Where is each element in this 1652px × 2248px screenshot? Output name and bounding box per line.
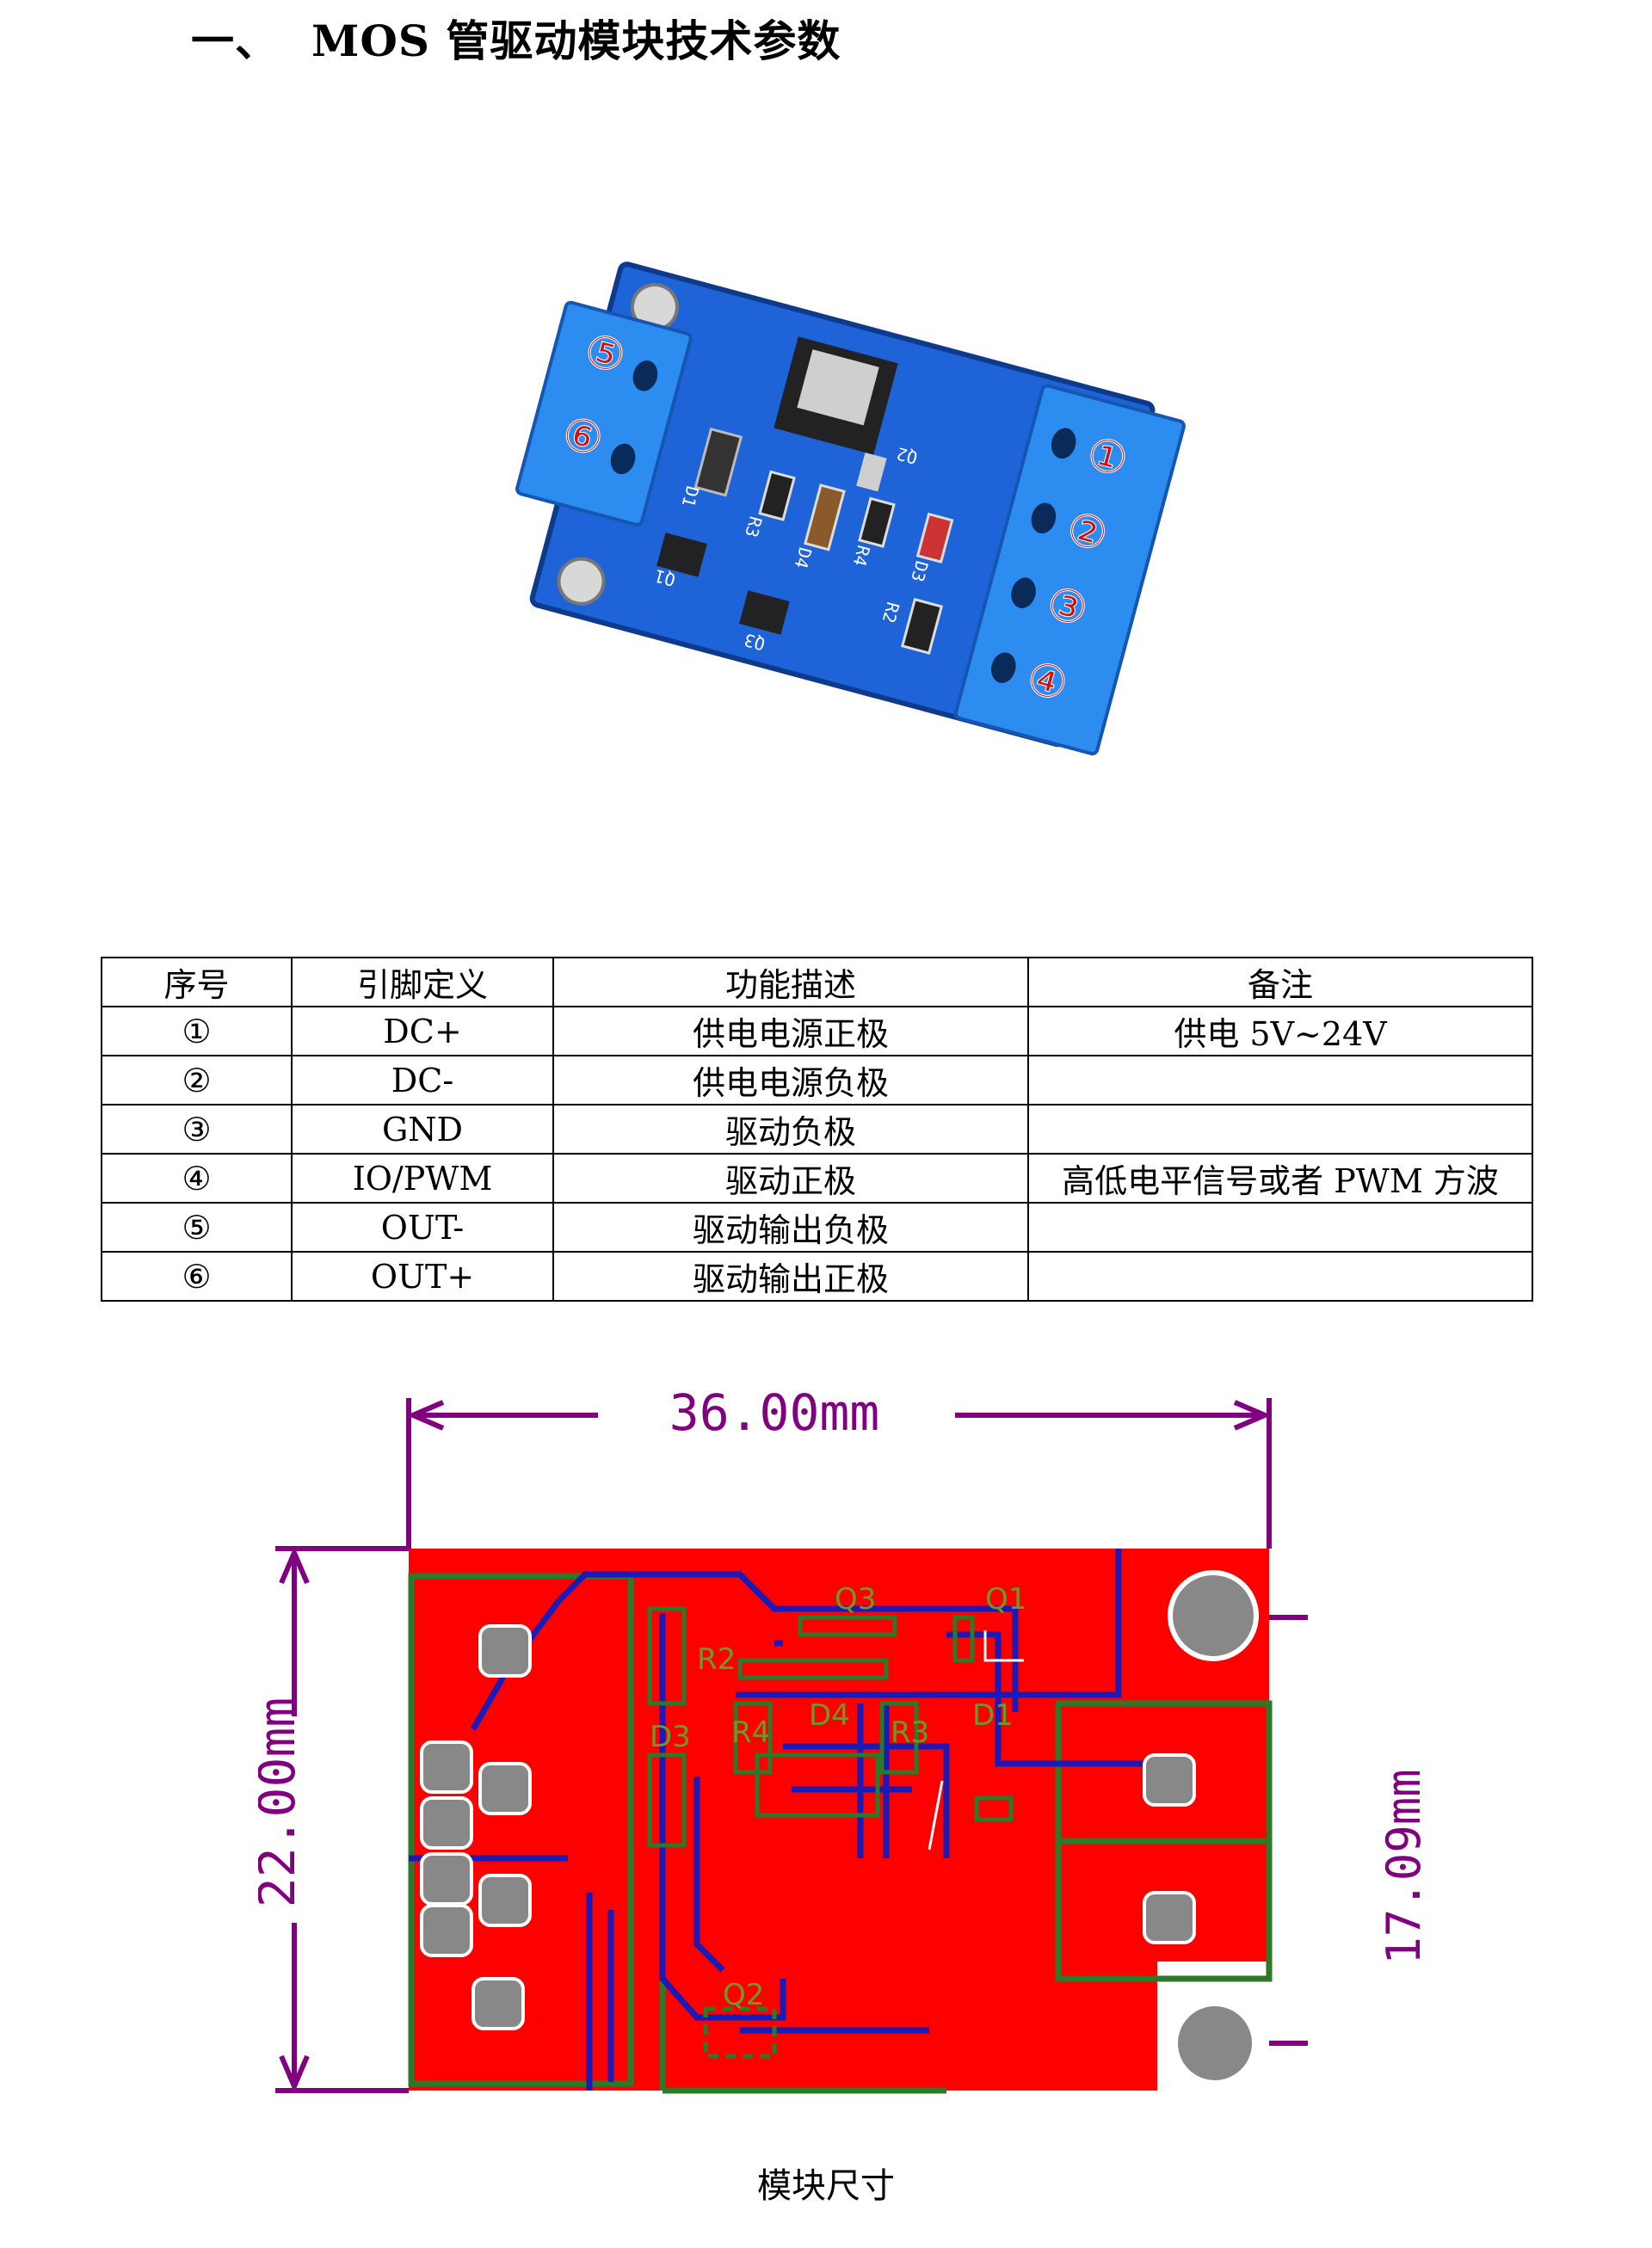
- col-header-pin: 引脚定义: [291, 957, 554, 1007]
- pad: [420, 1852, 473, 1906]
- cell-pin: IO/PWM: [291, 1153, 554, 1204]
- component: [693, 427, 743, 497]
- pcb-outline: [409, 1549, 1269, 2091]
- label-r2: R2: [697, 1642, 736, 1677]
- height-dimension: 22.00mm: [258, 1697, 306, 1907]
- col-header-function: 功能描述: [552, 957, 1029, 1007]
- cell-note: 供电 5V~24V: [1027, 1006, 1533, 1056]
- cell-index: ③: [101, 1104, 293, 1155]
- hole-dimension: 17.09mm: [1377, 1769, 1431, 1965]
- cell-function: 驱动输出正极: [552, 1251, 1029, 1302]
- pad: [420, 1796, 473, 1850]
- cell-function: 供电电源正极: [552, 1006, 1029, 1056]
- cell-pin: OUT+: [291, 1251, 554, 1302]
- cell-index: ②: [101, 1055, 293, 1106]
- table-row: ① DC+ 供电电源正极 供电 5V~24V: [101, 1006, 1533, 1056]
- cell-function: 驱动正极: [552, 1153, 1029, 1204]
- table-row: ⑤ OUT- 驱动输出负极: [101, 1202, 1533, 1253]
- component: [656, 533, 707, 577]
- label-d3: D3: [650, 1720, 691, 1754]
- cell-note: [1027, 1055, 1533, 1106]
- mounting-hole: [557, 557, 606, 606]
- mounting-hole: [1168, 1570, 1259, 1661]
- cell-index: ⑤: [101, 1202, 293, 1253]
- cell-index: ①: [101, 1006, 293, 1056]
- label-d4: D4: [809, 1698, 850, 1733]
- table-row: ② DC- 供电电源负极: [101, 1055, 1533, 1106]
- mounting-hole: [1173, 2001, 1257, 2085]
- pad: [472, 1977, 525, 2030]
- section-heading: 一、 MOS 管驱动模块技术参数: [191, 7, 841, 69]
- pad: [420, 1740, 473, 1794]
- pad: [478, 1874, 532, 1927]
- label-d1: D1: [972, 1698, 1014, 1733]
- component: [858, 496, 896, 548]
- table-row: ④ IO/PWM 驱动正极 高低电平信号或者 PWM 方波: [101, 1153, 1533, 1204]
- cell-note: [1027, 1251, 1533, 1302]
- pad: [478, 1762, 532, 1815]
- component: [804, 483, 846, 551]
- figure-caption: 模块尺寸: [757, 2166, 895, 2206]
- pad: [1143, 1753, 1196, 1807]
- col-header-index: 序号: [101, 957, 293, 1007]
- terminal-block-left: [515, 300, 693, 527]
- pad: [478, 1624, 532, 1678]
- label-q3: Q3: [835, 1582, 876, 1617]
- cell-note: 高低电平信号或者 PWM 方波: [1027, 1153, 1533, 1204]
- left-terminal-outline: [408, 1573, 634, 2087]
- section-number: 一、: [191, 15, 279, 66]
- section-title: MOS 管驱动模块技术参数: [311, 15, 841, 66]
- table-header-row: 序号 引脚定义 功能描述 备注: [101, 957, 1533, 1007]
- pad: [420, 1904, 473, 1957]
- component: [758, 470, 796, 521]
- col-header-note: 备注: [1027, 957, 1533, 1007]
- component: [900, 597, 944, 655]
- cell-function: 驱动负极: [552, 1104, 1029, 1155]
- cell-function: 驱动输出负极: [552, 1202, 1029, 1253]
- cell-note: [1027, 1202, 1533, 1253]
- table-row: ⑥ OUT+ 驱动输出正极: [101, 1251, 1533, 1302]
- component: [739, 590, 790, 635]
- dimension-drawing: Q3 Q1 R2 D4 D3 R4 R3 D1 Q2 36.00mm 22.00…: [258, 1383, 1308, 2094]
- component: [915, 512, 954, 564]
- label-r3: R3: [891, 1715, 929, 1750]
- label-q2: Q2: [723, 1978, 764, 2012]
- module-photo: Q2 D1 R3 D4 R4 D3 R2 Q1 Q3 ⑤ ⑥ ① ② ③ ④: [515, 262, 1186, 756]
- label-r4: R4: [731, 1715, 770, 1750]
- table-row: ③ GND 驱动负极: [101, 1104, 1533, 1155]
- cell-index: ④: [101, 1153, 293, 1204]
- cell-note: [1027, 1104, 1533, 1155]
- cell-pin: DC+: [291, 1006, 554, 1056]
- cell-pin: GND: [291, 1104, 554, 1155]
- cell-pin: DC-: [291, 1055, 554, 1106]
- cell-index: ⑥: [101, 1251, 293, 1302]
- width-dimension: 36.00mm: [669, 1383, 879, 1442]
- cell-function: 供电电源负极: [552, 1055, 1029, 1106]
- cell-pin: OUT-: [291, 1202, 554, 1253]
- label-q1: Q1: [985, 1582, 1026, 1617]
- pin-table: 序号 引脚定义 功能描述 备注 ① DC+ 供电电源正极 供电 5V~24V ②…: [101, 957, 1533, 1302]
- pad: [1143, 1891, 1196, 1944]
